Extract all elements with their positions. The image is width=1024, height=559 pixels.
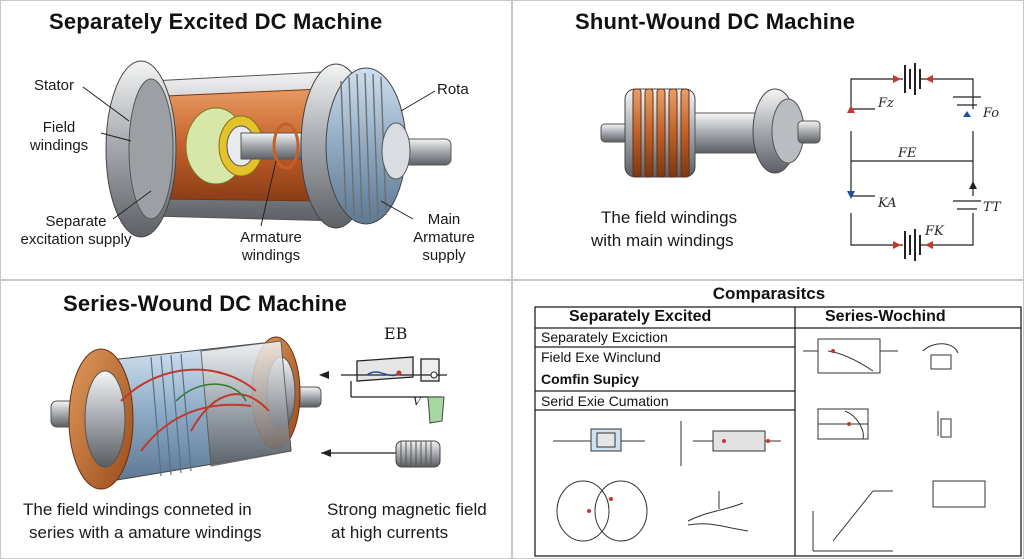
row-serid-exie-cumation: Serid Exie Cumation (541, 393, 669, 409)
row-separately-exciction: Separately Exciction (541, 329, 668, 345)
label-separate-excitation: Separate excitation supply (11, 213, 141, 249)
symbol-fk: FK (924, 224, 945, 239)
label-stator: Stator (34, 77, 75, 94)
series-wound-machine-illustration (50, 336, 447, 490)
row-comfin-supicy: Comfin Supicy (541, 371, 640, 387)
label-v: V (413, 395, 421, 408)
symbol-fz: Fz (877, 96, 894, 111)
row-field-exe-winclund: Field Exe Winclund (541, 349, 661, 365)
caption-line-2: with main windings (591, 231, 734, 250)
label-windings: windings (29, 137, 89, 154)
label-rota: Rota (437, 81, 469, 98)
panel-comparison: Comparasitcs (512, 280, 1024, 559)
comparison-table-grid (534, 306, 1022, 557)
comparison-title: Comparasitcs (712, 284, 826, 303)
label-main: Main (427, 211, 461, 228)
symbol-fe: FE (897, 146, 917, 161)
panel-title: Series-Wound DC Machine (63, 291, 348, 316)
label-field: Field (42, 119, 76, 136)
separately-excited-machine-illustration (82, 60, 452, 238)
caption-left-line-2: series with a amature windings (29, 523, 262, 542)
panel-title: Shunt-Wound DC Machine (575, 9, 856, 34)
label-armature: Armature (240, 229, 302, 246)
caption-left-line-1: The field windings conneted in (23, 500, 252, 519)
label-supply: supply (422, 247, 466, 264)
label-eb: EB (384, 324, 408, 343)
label-excitation-supply: excitation supply (20, 231, 132, 248)
shunt-wound-machine-and-circuit: Fz Fo FE KA TT FK (600, 63, 1002, 261)
label-main-armature-supply: Main Armature supply (399, 211, 489, 265)
label-separate: Separate (45, 213, 107, 230)
column-header-separately-excited: Separately Excited (569, 308, 712, 325)
label-main-armature: Armature (413, 229, 475, 246)
symbol-ka: KA (877, 196, 897, 211)
symbol-fo: Fo (982, 106, 999, 121)
panel-title: Separately Excited DC Machine (49, 9, 383, 34)
panel-series-wound: Series-Wound DC Machine (0, 280, 512, 559)
label-armature-windings-2: windings (241, 247, 301, 264)
panel-shunt-wound: Shunt-Wound DC Machine (512, 0, 1024, 280)
column-header-series-wound: Series-Wochind (825, 308, 946, 325)
caption-right-line-2: at high currents (331, 523, 449, 542)
panel-separately-excited: Separately Excited DC Machine (0, 0, 512, 280)
caption-line-1: The field windings (601, 208, 738, 227)
caption-right-line-1: Strong magnetic field (327, 500, 487, 519)
label-armature-windings: Armature windings (226, 229, 316, 265)
symbol-tt: TT (983, 200, 1002, 215)
label-field-windings: Field windings (19, 119, 99, 155)
